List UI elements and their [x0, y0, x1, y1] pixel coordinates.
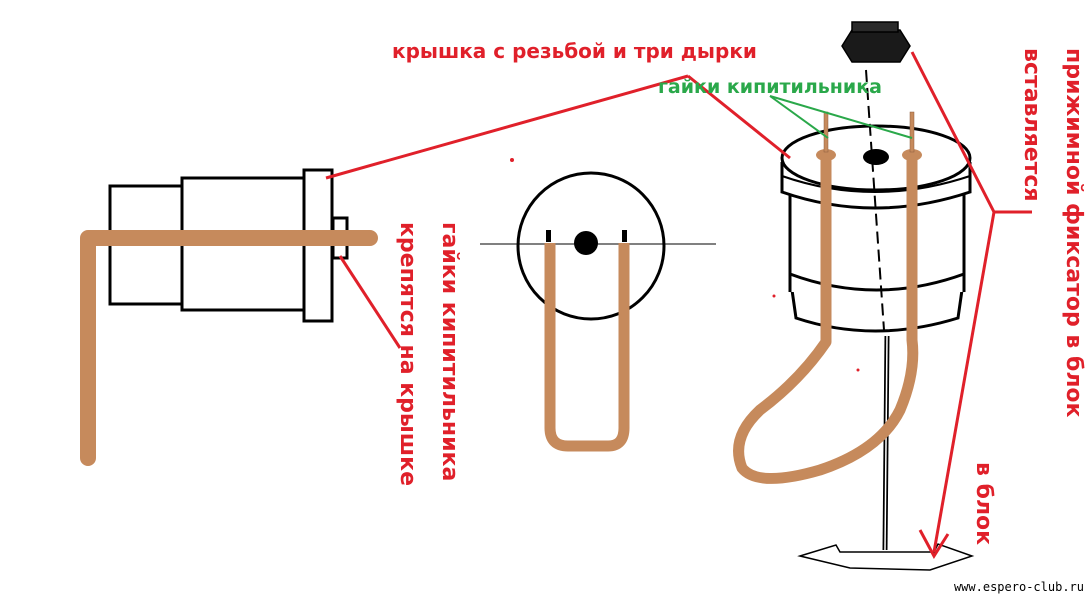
nut-top	[851, 21, 899, 33]
cylinder-body	[790, 289, 964, 333]
pin-3d-left	[823, 111, 829, 153]
leader-base	[932, 211, 996, 553]
label-vert-right-a: прижимной фиксатор в блок	[1061, 48, 1086, 418]
rod-highlight	[884, 335, 888, 551]
lid-rim-line	[781, 175, 971, 193]
hex-nut	[841, 29, 911, 63]
label-vert-left-a: гайки кипитильника	[437, 222, 462, 482]
speck-3	[856, 368, 860, 372]
label-heater-nuts: гайки кипитильника	[658, 76, 882, 98]
lid-center-hole	[863, 149, 889, 165]
speck-1	[510, 158, 514, 162]
leader-nuts-left	[769, 95, 829, 139]
pin-left	[546, 230, 551, 242]
leader-nut-side	[338, 255, 402, 349]
arrow-head	[918, 529, 950, 559]
annotation-lines	[325, 51, 1032, 559]
copper-tube-heater	[733, 152, 919, 484]
speck-2	[772, 294, 776, 298]
lid-hole-right	[902, 149, 922, 161]
assembly-view	[733, 21, 975, 571]
label-vert-right-b: вставляется	[1019, 48, 1044, 202]
label-vert-right-c: в блок	[971, 462, 996, 546]
leader-lid-right	[687, 74, 791, 160]
top-view	[480, 171, 716, 452]
copper-tube-u	[544, 243, 630, 452]
leader-nuts-right	[769, 95, 913, 139]
watermark: www.espero-club.ru	[953, 580, 1084, 594]
cylinder-ring	[789, 272, 965, 292]
lid-circle	[516, 171, 666, 321]
leader-lid-left	[325, 74, 689, 180]
copper-tube-side	[80, 230, 378, 466]
lid-hole-left	[816, 149, 836, 161]
label-lid: крышка с резьбой и три дырки	[392, 39, 757, 63]
pin-right	[622, 230, 627, 242]
pin-3d-right	[909, 111, 915, 153]
center-axis	[865, 69, 885, 331]
base-plate	[797, 543, 975, 571]
center-hole	[574, 231, 598, 255]
label-vert-left-b: крепятся на крышке	[395, 222, 420, 486]
